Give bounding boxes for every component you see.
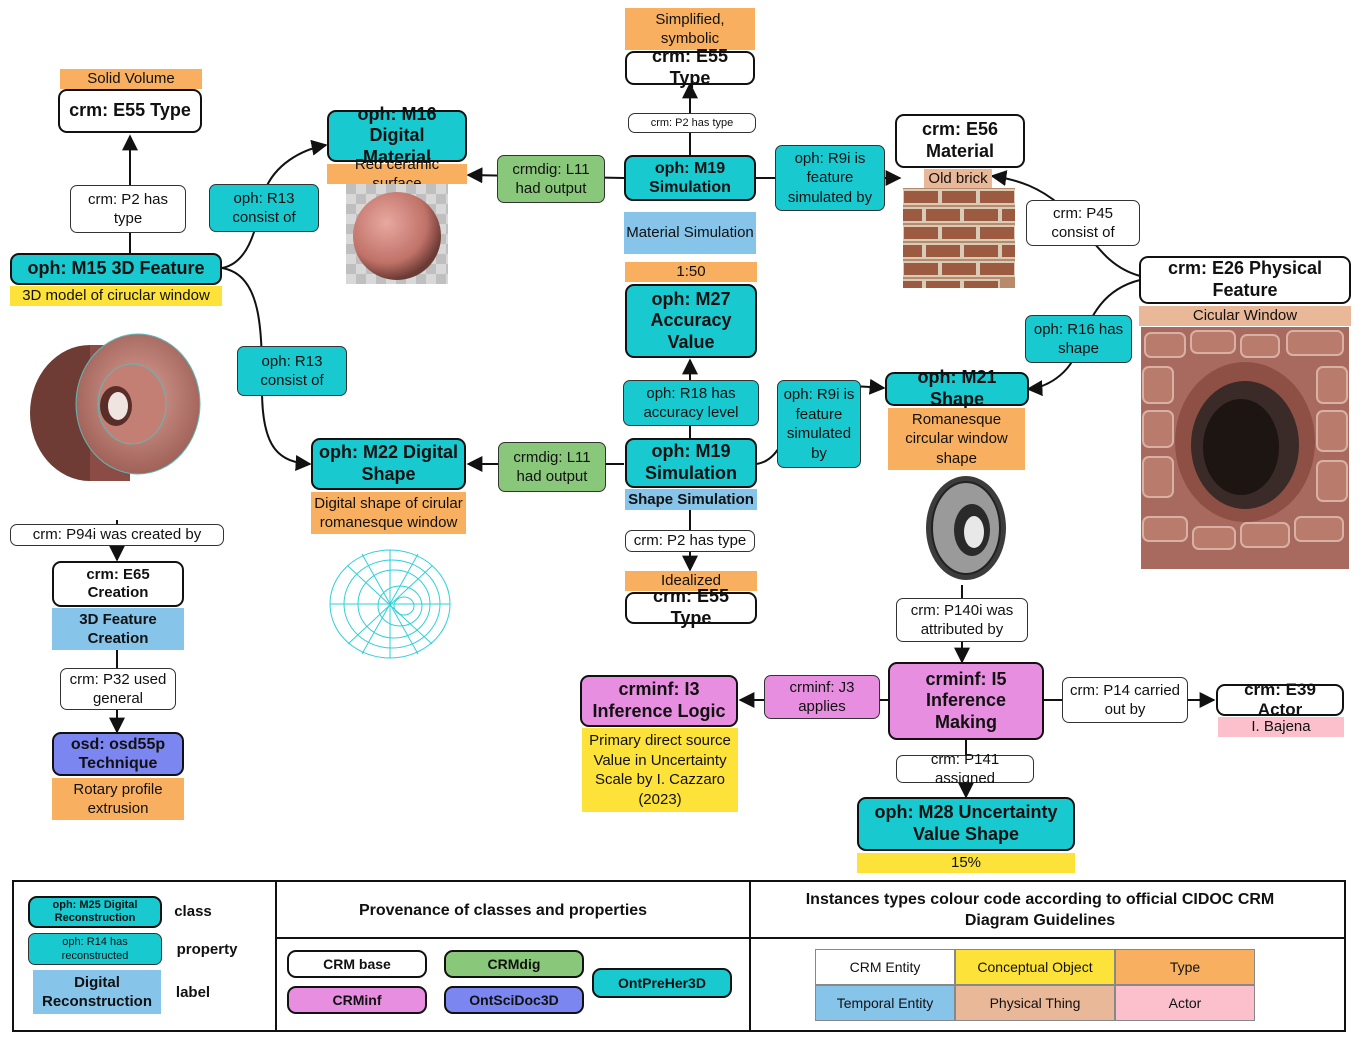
i3-label: Primary direct source Value in Uncertain… [582,728,738,812]
legend-class-sample: oph: M25 Digital Reconstruction [28,896,162,928]
m21-label: Romanesque circular window shape [888,408,1025,470]
m28-uncertainty-value-shape-node[interactable]: oph: M28 Uncertainty Value Shape [857,797,1075,851]
p2-has-type-top[interactable]: crm: P2 has type [628,113,756,133]
legend-colour-title: Instances types colour code according to… [805,891,1275,929]
m28-label: 15% [857,853,1075,873]
e39-label: I. Bajena [1218,717,1344,737]
e55-simplified-label: Simplified, symbolic [625,8,755,50]
e55-solid-label: Solid Volume [60,69,202,89]
e26-label: Cicular Window [1139,306,1351,326]
r9i-feature-simulated-by-bottom[interactable]: oph: R9i is feature simulated by [777,380,861,468]
e26-physical-feature-node[interactable]: crm: E26 Physical Feature [1139,256,1351,304]
legend-property-word: property [176,941,238,959]
legend-crm-entity: CRM Entity [815,949,955,985]
m27-label: 1:50 [625,262,757,282]
m22-label: Digital shape of cirular romanesque wind… [311,492,466,534]
legend-prov-crminf: CRMinf [287,986,427,1014]
m27-accuracy-value-node[interactable]: oph: M27 Accuracy Value [625,284,757,358]
m21-shape-node[interactable]: oph: M21 Shape [885,367,1029,409]
m19-simulation-bottom-node[interactable]: oph: M19 Simulation [625,438,757,488]
r9i-feature-simulated-by-top[interactable]: oph: R9i is feature simulated by [775,145,885,211]
circular-window-shape-render [926,476,1006,580]
e65-label: 3D Feature Creation [52,608,184,650]
r16-has-shape[interactable]: oph: R16 has shape [1025,315,1132,363]
legend-temporal-entity: Temporal Entity [815,985,955,1021]
l11-had-output-top[interactable]: crmdig: L11 had output [497,155,605,203]
i3-inference-logic-node[interactable]: crminf: I3 Inference Logic [580,675,738,727]
legend-prov-ontpreher3d: OntPreHer3D [592,968,732,998]
legend [12,880,1346,1032]
i5-inference-making-node[interactable]: crminf: I5 Inference Making [888,662,1044,740]
e56-label: Old brick [924,169,992,188]
osd55p-technique-node[interactable]: osd: osd55p Technique [52,732,184,776]
m19-simulation-top-node[interactable]: oph: M19 Simulation [624,155,756,201]
r13-consist-of-mid[interactable]: oph: R13 consist of [237,346,347,396]
p140i-was-attributed-by[interactable]: crm: P140i was attributed by [896,598,1028,642]
p45-consist-of[interactable]: crm: P45 consist of [1026,200,1140,246]
legend-type: Type [1115,949,1255,985]
m19-top-label: Material Simulation [624,212,756,254]
m19-bottom-label: Shape Simulation [625,489,757,510]
legend-physical-thing: Physical Thing [955,985,1115,1021]
p2-has-type-bottom[interactable]: crm: P2 has type [625,530,755,552]
old-brick-wall-image [903,188,1015,288]
e65-creation-node[interactable]: crm: E65 Creation [52,561,184,607]
osd55p-label: Rotary profile extrusion [52,778,184,820]
m15-3d-feature-node[interactable]: oph: M15 3D Feature [10,253,222,285]
r13-consist-of-top[interactable]: oph: R13 consist of [209,184,319,232]
e55-simplified-node[interactable]: crm: E55 Type [625,46,755,88]
p32-used-general[interactable]: crm: P32 used general [60,668,176,710]
l11-had-output-bottom[interactable]: crmdig: L11 had output [498,442,606,492]
j3-applies[interactable]: crminf: J3 applies [764,675,880,719]
r18-has-accuracy-level[interactable]: oph: R18 has accuracy level [623,380,759,426]
e55-solid-node[interactable]: crm: E55 Type [58,89,202,133]
m16-digital-material-node[interactable]: oph: M16 Digital Material [327,104,467,167]
legend-prov-ontscidoc3d: OntSciDoc3D [444,986,584,1014]
legend-label-word: label [175,984,211,1002]
solid-3d-ring-model-image [30,333,201,481]
legend-property-sample: oph: R14 has reconstructed [28,933,162,965]
p2-has-type-left[interactable]: crm: P2 has type [70,185,186,233]
legend-label-sample: Digital Reconstruction [33,970,161,1014]
legend-header-line [277,937,1345,939]
p14-carried-out-by[interactable]: crm: P14 carried out by [1062,677,1188,723]
red-ceramic-sphere-image [346,184,448,284]
m15-label: 3D model of ciruclar window [10,286,222,306]
m22-digital-shape-node[interactable]: oph: M22 Digital Shape [311,438,466,490]
wireframe-ring-model [329,549,451,659]
legend-divider-1 [275,881,277,1031]
e55-idealized-node[interactable]: crm: E55 Type [625,586,757,628]
e56-material-node[interactable]: crm: E56 Material [895,114,1025,168]
p141-assigned[interactable]: crm: P141 assigned [896,751,1034,787]
legend-provenance-title: Provenance of classes and properties [358,901,648,919]
legend-conceptual-object: Conceptual Object [955,949,1115,985]
p94i-was-created-by[interactable]: crm: P94i was created by [10,524,224,546]
legend-prov-crm-base: CRM base [287,950,427,978]
circular-window-photo [1141,327,1349,569]
legend-actor: Actor [1115,985,1255,1021]
legend-prov-crmdig: CRMdig [444,950,584,978]
legend-divider-2 [749,881,751,1031]
m16-label: Red ceramic surface [327,156,467,192]
e39-actor-node[interactable]: crm: E39 Actor [1216,680,1344,719]
e55-idealized-label: Idealized [625,571,757,591]
legend-class-word: class [174,903,212,921]
